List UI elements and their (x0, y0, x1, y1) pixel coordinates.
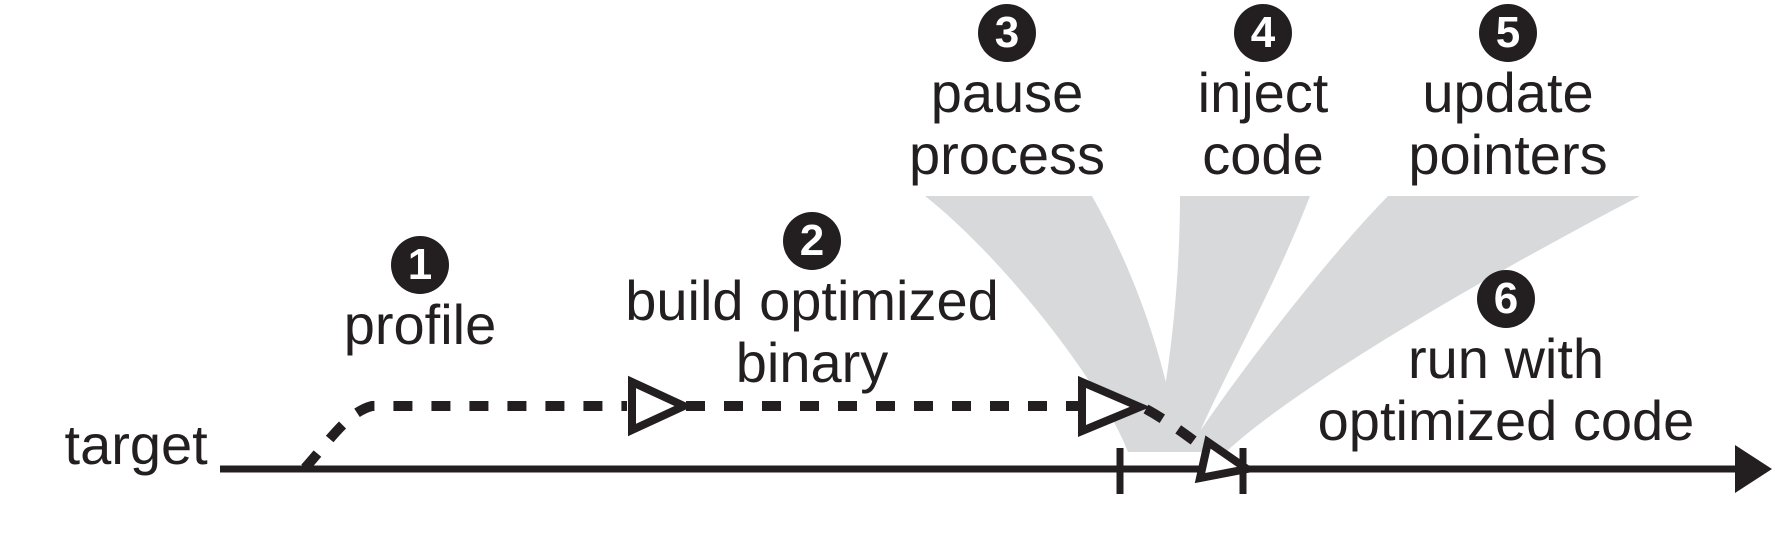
step-6-label-line2: optimized code (1317, 389, 1695, 452)
step-6-label-line1: run with (1407, 327, 1605, 390)
step-2-badge: 2 (783, 212, 841, 270)
step-2-build-optimized-binary[interactable]: 2 build optimized binary (592, 212, 1032, 394)
step-4-inject-code[interactable]: 4 inject code (1143, 4, 1383, 186)
step-5-label-line2: pointers (1408, 123, 1608, 186)
step-1-badge: 1 (391, 236, 449, 294)
step-5-label-line1: update (1422, 61, 1594, 124)
step-6-run-with-optimized-code[interactable]: 6 run with optimized code (1237, 270, 1775, 452)
step-1-label: profile (343, 293, 497, 356)
step-4-badge: 4 (1234, 4, 1292, 62)
wedge-update-pointers (1186, 196, 1640, 452)
arrowhead-profile (628, 375, 694, 437)
step-2-label-line2: binary (735, 331, 889, 394)
step-2-label-line1: build optimized (625, 269, 999, 332)
step-3-pause-process[interactable]: 3 pause process (887, 4, 1127, 186)
step-5-update-pointers[interactable]: 5 update pointers (1388, 4, 1628, 186)
step-4-label-line2: code (1202, 123, 1324, 186)
wedge-inject-code (1152, 196, 1310, 452)
wedge-group (925, 196, 1640, 452)
step-3-label-line1: pause (930, 61, 1084, 124)
step-4-label-line1: inject (1197, 61, 1329, 124)
arrowhead-resume (1194, 435, 1258, 484)
wedge-pause-process (925, 196, 1180, 452)
axis-caption: target process (0, 352, 258, 540)
flow-arrowheads (628, 375, 1258, 484)
step-5-badge: 5 (1479, 4, 1537, 62)
arrowhead-build (1078, 375, 1151, 437)
axis-caption-line2: process (62, 537, 258, 540)
step-1-profile[interactable]: 1 profile (300, 236, 540, 356)
step-3-badge: 3 (978, 4, 1036, 62)
axis-caption-line1: target (64, 413, 208, 476)
step-3-label-line2: process (908, 123, 1106, 186)
time-axis (220, 445, 1772, 494)
step-6-badge: 6 (1477, 270, 1535, 328)
